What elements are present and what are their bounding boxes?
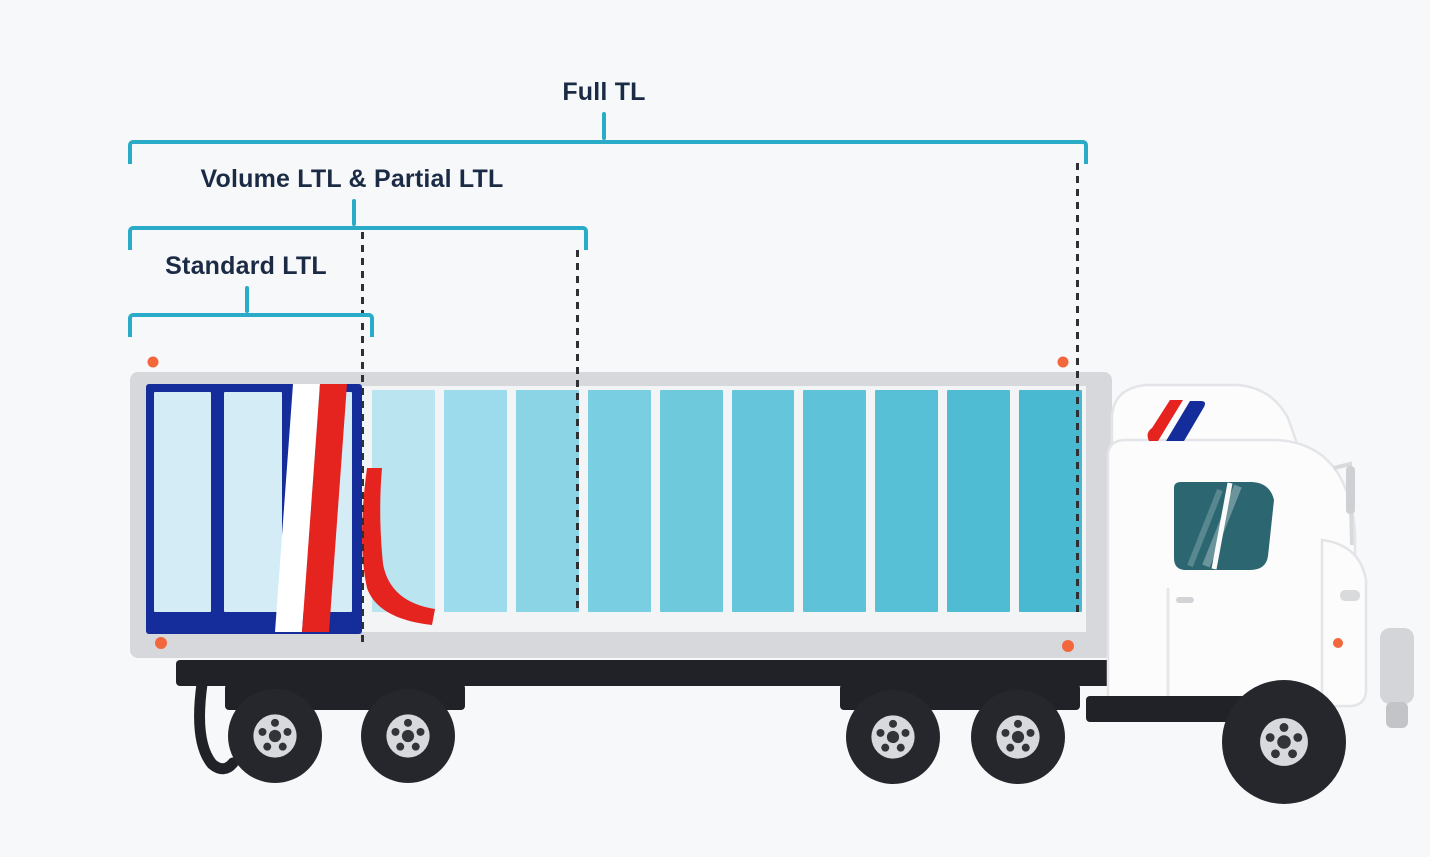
hub-part [886,730,900,744]
framed-panel [154,392,212,612]
hub-part [391,727,400,736]
hub-part [404,718,412,727]
volume-partial-ltl-label: Volume LTL & Partial LTL [200,165,504,193]
cargo-slats [372,390,1083,612]
mirror-glass [1346,466,1355,514]
full-tl-stem [602,112,606,140]
hub-part [258,727,267,736]
hub-part [401,729,415,743]
standard-ltl-label: Standard LTL [165,252,327,280]
hub-part [901,728,910,737]
cargo-slat [443,390,507,612]
cargo-slat [587,390,651,612]
hub-part [411,742,420,751]
cab-logo-icon [1147,400,1205,441]
roadside-post-base [1386,702,1408,728]
cab-step [1158,700,1204,716]
hub-part [1265,733,1275,742]
hub-part [1021,743,1030,752]
hub-part [1279,723,1289,732]
red-stripe [302,384,347,632]
cargo-slat [803,390,867,612]
hub-part [263,742,272,751]
volume-partial-ltl-bracket [128,226,588,250]
door-handle [1176,597,1194,603]
marker-light [1057,356,1069,368]
trailer-paint-stripes [275,384,435,632]
hub-part [416,727,425,736]
red-swoosh [362,468,435,625]
divider-full-tl [1076,163,1079,612]
full-tl-bracket [128,140,1088,164]
side-mirror [1333,461,1355,546]
cargo-slat [731,390,795,612]
window-divider [1211,482,1233,570]
window-highlight [1202,484,1242,568]
wheel [361,689,455,783]
trailer-frame-rail [176,660,1134,686]
framed-panel [224,392,282,612]
marker-light [1333,638,1343,648]
wheel [1232,690,1336,794]
hub-part [1014,719,1022,728]
hub-part [1011,730,1025,744]
hub-part [881,743,890,752]
divider-standard-ltl [361,232,364,642]
cab-window [1174,482,1274,570]
trailer [130,372,1112,658]
volume-partial-ltl-stem [352,199,356,226]
hub-part [271,718,279,727]
cargo-slat [515,390,579,612]
marker-light [147,356,159,368]
cargo-slat [875,390,939,612]
standard-ltl-stem [245,286,249,313]
hub-part [896,743,905,752]
hub-part [876,728,885,737]
hanging-cable [194,678,239,775]
hub-part [1288,749,1297,759]
cab-body [1106,438,1357,706]
wheel [846,690,940,784]
hub-part [283,727,292,736]
wheel [228,689,322,783]
divider-volume-ltl [576,250,579,612]
wheel [971,690,1065,784]
hub-part [1001,728,1010,737]
hub-part [268,729,282,743]
cargo-slat [947,390,1011,612]
cargo-slat [659,390,723,612]
wheels-group [228,689,1336,794]
window-highlight [1187,488,1223,568]
hub-part [1006,743,1015,752]
hub-part [1026,728,1035,737]
hub-part [1277,735,1291,749]
logo-red-swoosh [1147,400,1183,441]
standard-ltl-bracket [128,313,374,337]
roadside-post [1380,628,1414,704]
white-stripe [275,384,320,632]
hub-part [396,742,405,751]
cargo-slat [1019,390,1083,612]
marker-light [1062,640,1074,652]
mirror-arm [1333,461,1354,546]
full-tl-label: Full TL [562,78,646,106]
hub-part [1271,749,1280,759]
marker-light [155,637,167,649]
hub-part [1293,733,1303,742]
cab-hood-front [1320,538,1368,708]
hood-latch [1340,590,1360,601]
hub-part [889,719,897,728]
logo-navy-swoosh [1166,401,1205,441]
hub-part [278,742,287,751]
